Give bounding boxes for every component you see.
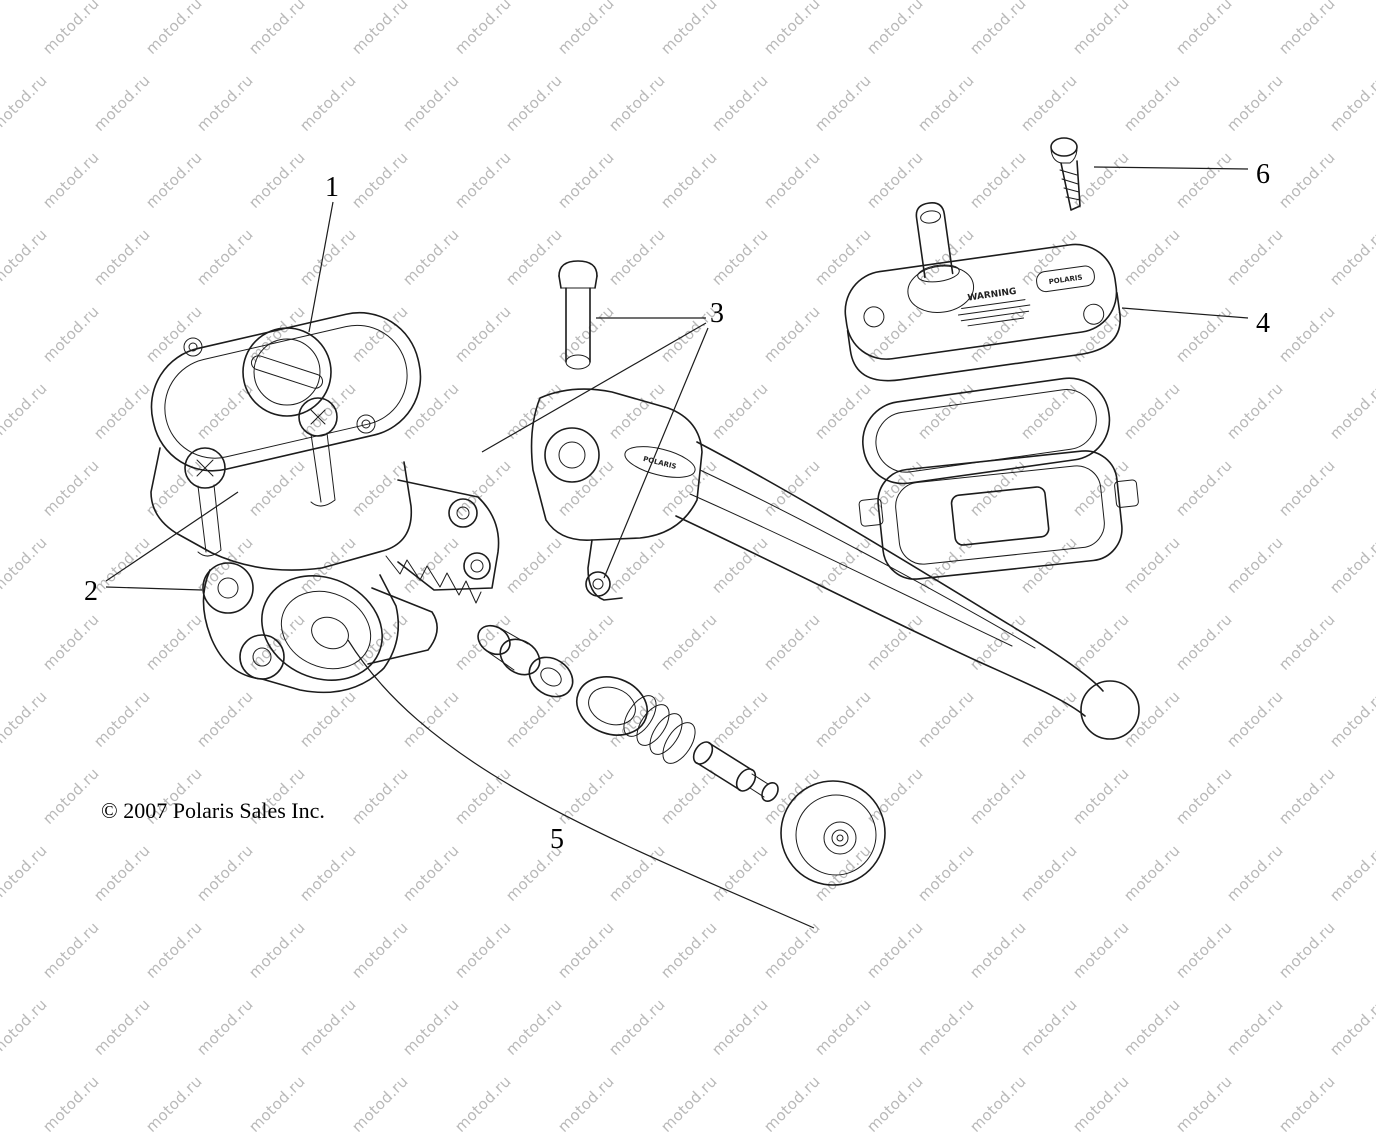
- piston-assembly: [385, 555, 886, 886]
- phillips-screw-left: [184, 447, 226, 557]
- watermark-text: motod.ru: [1172, 1072, 1236, 1136]
- watermark-text: motod.ru: [245, 1072, 309, 1136]
- reservoir-cap: [242, 327, 332, 417]
- watermark-text: motod.ru: [39, 1072, 103, 1136]
- leader-3b: [481, 322, 707, 453]
- watermark-text: motod.ru: [863, 1072, 927, 1136]
- leader-5: [347, 639, 815, 929]
- handlebar-clamp: [202, 562, 400, 694]
- callout-4: 4: [1256, 308, 1270, 339]
- dust-boot: [780, 780, 886, 886]
- seal-washer: [576, 676, 648, 736]
- watermark-text: motod.ru: [1069, 1072, 1133, 1136]
- callout-1: 1: [325, 172, 339, 203]
- callout-6: 6: [1256, 159, 1270, 190]
- watermark-text: motod.ru: [451, 1072, 515, 1136]
- leader-4: [1121, 307, 1249, 319]
- watermark-text: motod.ru: [142, 1072, 206, 1136]
- master-cylinder-body: [150, 311, 500, 694]
- callout-3: 3: [710, 298, 724, 329]
- cover-warning-label: WARNING: [967, 287, 1017, 304]
- exploded-parts-diagram: POLARIS WARNING POLARIS: [84, 137, 1270, 929]
- lever-brand-label: POLARIS: [642, 455, 677, 471]
- watermark-text: motod.ru: [657, 1072, 721, 1136]
- watermark-text: motod.ru: [1275, 1072, 1339, 1136]
- cover-screw: [1050, 137, 1081, 211]
- leader-2b: [105, 586, 203, 591]
- copyright-text: © 2007 Polaris Sales Inc.: [101, 798, 325, 823]
- leader-6: [1093, 166, 1249, 170]
- watermark-text: motod.ru: [760, 1072, 824, 1136]
- reservoir-cover: WARNING POLARIS: [844, 202, 1122, 382]
- cover-push-button: [915, 202, 960, 283]
- pivot-pin: [558, 260, 598, 370]
- leader-3c: [603, 327, 709, 579]
- brake-lever: POLARIS: [530, 388, 1140, 740]
- phillips-screw-right: [298, 397, 338, 507]
- watermark-text: motod.ru: [554, 1072, 618, 1136]
- lever-pivot-hole: [544, 427, 600, 483]
- leader-1: [308, 201, 334, 333]
- return-spring-small: [385, 555, 482, 604]
- mounting-flange: [397, 479, 500, 591]
- push-rod: [692, 741, 779, 803]
- diaphragm: [858, 450, 1139, 580]
- leader-2a: [105, 491, 239, 582]
- callout-5: 5: [550, 824, 564, 855]
- watermark-text: motod.ru: [348, 1072, 412, 1136]
- callout-2: 2: [84, 576, 98, 607]
- lever-end-ball: [1080, 680, 1140, 740]
- cover-brand-label: POLARIS: [1048, 273, 1083, 286]
- cover-gasket: [862, 377, 1111, 485]
- coil-spring: [623, 695, 696, 764]
- watermark-text: motod.ru: [966, 1072, 1030, 1136]
- callout-leader-lines: [105, 166, 1249, 929]
